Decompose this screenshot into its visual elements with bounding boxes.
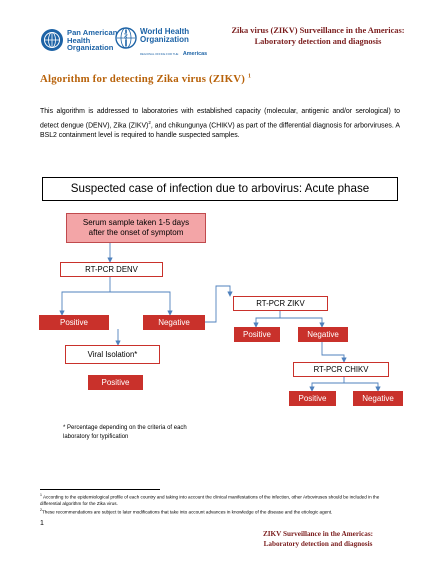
chikv-negative-label: Negative <box>362 394 394 403</box>
zikv-positive-label: Positive <box>242 330 271 339</box>
who-prefix: REGIONAL OFFICE FOR THE <box>140 51 179 56</box>
arrow-denv-to-positive <box>59 276 111 316</box>
denv-positive-label: Positive <box>59 318 88 327</box>
arrow-zikv-to-negative <box>280 317 325 328</box>
arrow-negative-to-zikv <box>205 285 233 323</box>
who-emblem-icon <box>115 27 137 49</box>
footnote-1-text: According to the epidemiological profile… <box>40 494 380 506</box>
isolation-positive-box: Positive <box>88 375 143 390</box>
serum-line1: Serum sample taken 1-5 days <box>82 218 190 227</box>
footnote-2-text: These recommendations are subject to lat… <box>41 509 333 515</box>
chikv-negative-box: Negative <box>353 391 403 406</box>
subtitle-footnote-ref: 1 <box>247 73 252 80</box>
header-title-line1: Zika virus (ZIKV) Surveillance in the Am… <box>231 26 405 35</box>
header-title-line2: Laboratory detection and diagnosis <box>254 36 382 46</box>
rtpcr-denv-box: RT-PCR DENV <box>60 262 163 277</box>
footnote-divider <box>40 489 160 490</box>
footnote-1-marker: 1 <box>40 493 42 497</box>
denv-negative-box: Negative <box>143 315 205 330</box>
zikv-negative-box: Negative <box>298 327 348 342</box>
footnotes: 1 According to the epidemiological profi… <box>40 492 400 515</box>
isolation-positive-label: Positive <box>101 378 130 387</box>
arrow-chikv-to-negative <box>344 382 381 392</box>
who-name-line1: World Health <box>140 27 190 36</box>
page-footer: ZIKV Surveillance in the Americas: Labor… <box>238 530 398 549</box>
paho-name-line2: Health <box>67 35 91 45</box>
rtpcr-zikv-box: RT-PCR ZIKV <box>233 296 328 311</box>
serum-sample-box: Serum sample taken 1-5 days after the on… <box>66 213 206 243</box>
rtpcr-chikv-label: RT-PCR CHIKV <box>313 365 369 374</box>
page-number: 1 <box>40 520 44 527</box>
viral-isolation-box: Viral Isolation* <box>65 345 160 364</box>
arrow-negative-to-chikv <box>321 341 347 363</box>
intro-footnote-ref: 2 <box>148 119 151 125</box>
phase-title-box: Suspected case of infection due to arbov… <box>42 177 398 201</box>
arrow-denv-to-negative <box>110 291 173 316</box>
denv-negative-label: Negative <box>158 318 190 327</box>
footnote-2: 2These recommendations are subject to la… <box>40 507 400 516</box>
note-line1: * Percentage depending on the criteria o… <box>63 425 187 431</box>
zikv-negative-label: Negative <box>307 330 339 339</box>
rtpcr-chikv-box: RT-PCR CHIKV <box>293 362 389 377</box>
denv-positive-box: Positive <box>39 315 109 330</box>
phase-title: Suspected case of infection due to arbov… <box>70 182 370 195</box>
chikv-positive-box: Positive <box>289 391 336 406</box>
typification-note: * Percentage depending on the criteria o… <box>63 424 233 442</box>
who-region: Americas <box>182 50 208 57</box>
paho-name-line1: Pan American <box>67 28 118 37</box>
rtpcr-zikv-label: RT-PCR ZIKV <box>256 299 305 308</box>
footnote-1: 1 According to the epidemiological profi… <box>40 492 400 507</box>
subtitle-text: Algorithm for detecting Zika virus (ZIKV… <box>40 73 246 85</box>
intro-part2: , and chikungunya (CHIKV) as part of the… <box>40 121 400 140</box>
page-subtitle: Algorithm for detecting Zika virus (ZIKV… <box>40 73 251 85</box>
who-name-line2: Organization <box>140 35 189 44</box>
zikv-positive-box: Positive <box>234 327 280 342</box>
rtpcr-denv-label: RT-PCR DENV <box>85 265 138 274</box>
paho-emblem-icon <box>41 29 63 51</box>
intro-part1: This algorithm is addressed to laborator… <box>40 108 400 129</box>
arrow-chikv-to-positive <box>309 376 345 392</box>
footer-line1: ZIKV Surveillance in the Americas: <box>262 530 374 538</box>
intro-paragraph: This algorithm is addressed to laborator… <box>40 107 400 142</box>
serum-line2: after the onset of symptom <box>88 228 184 237</box>
footer-line2: Laboratory detection and diagnosis <box>263 539 373 548</box>
footnote-2-marker: 2 <box>40 507 42 512</box>
chikv-positive-label: Positive <box>298 394 327 403</box>
note-line2: laboratory for typification <box>63 434 129 440</box>
arrow-zikv-to-positive <box>253 310 281 328</box>
header-title: Zika virus (ZIKV) Surveillance in the Am… <box>218 26 418 47</box>
paho-name-line3: Organization <box>67 43 114 53</box>
viral-isolation-label: Viral Isolation* <box>87 350 138 359</box>
